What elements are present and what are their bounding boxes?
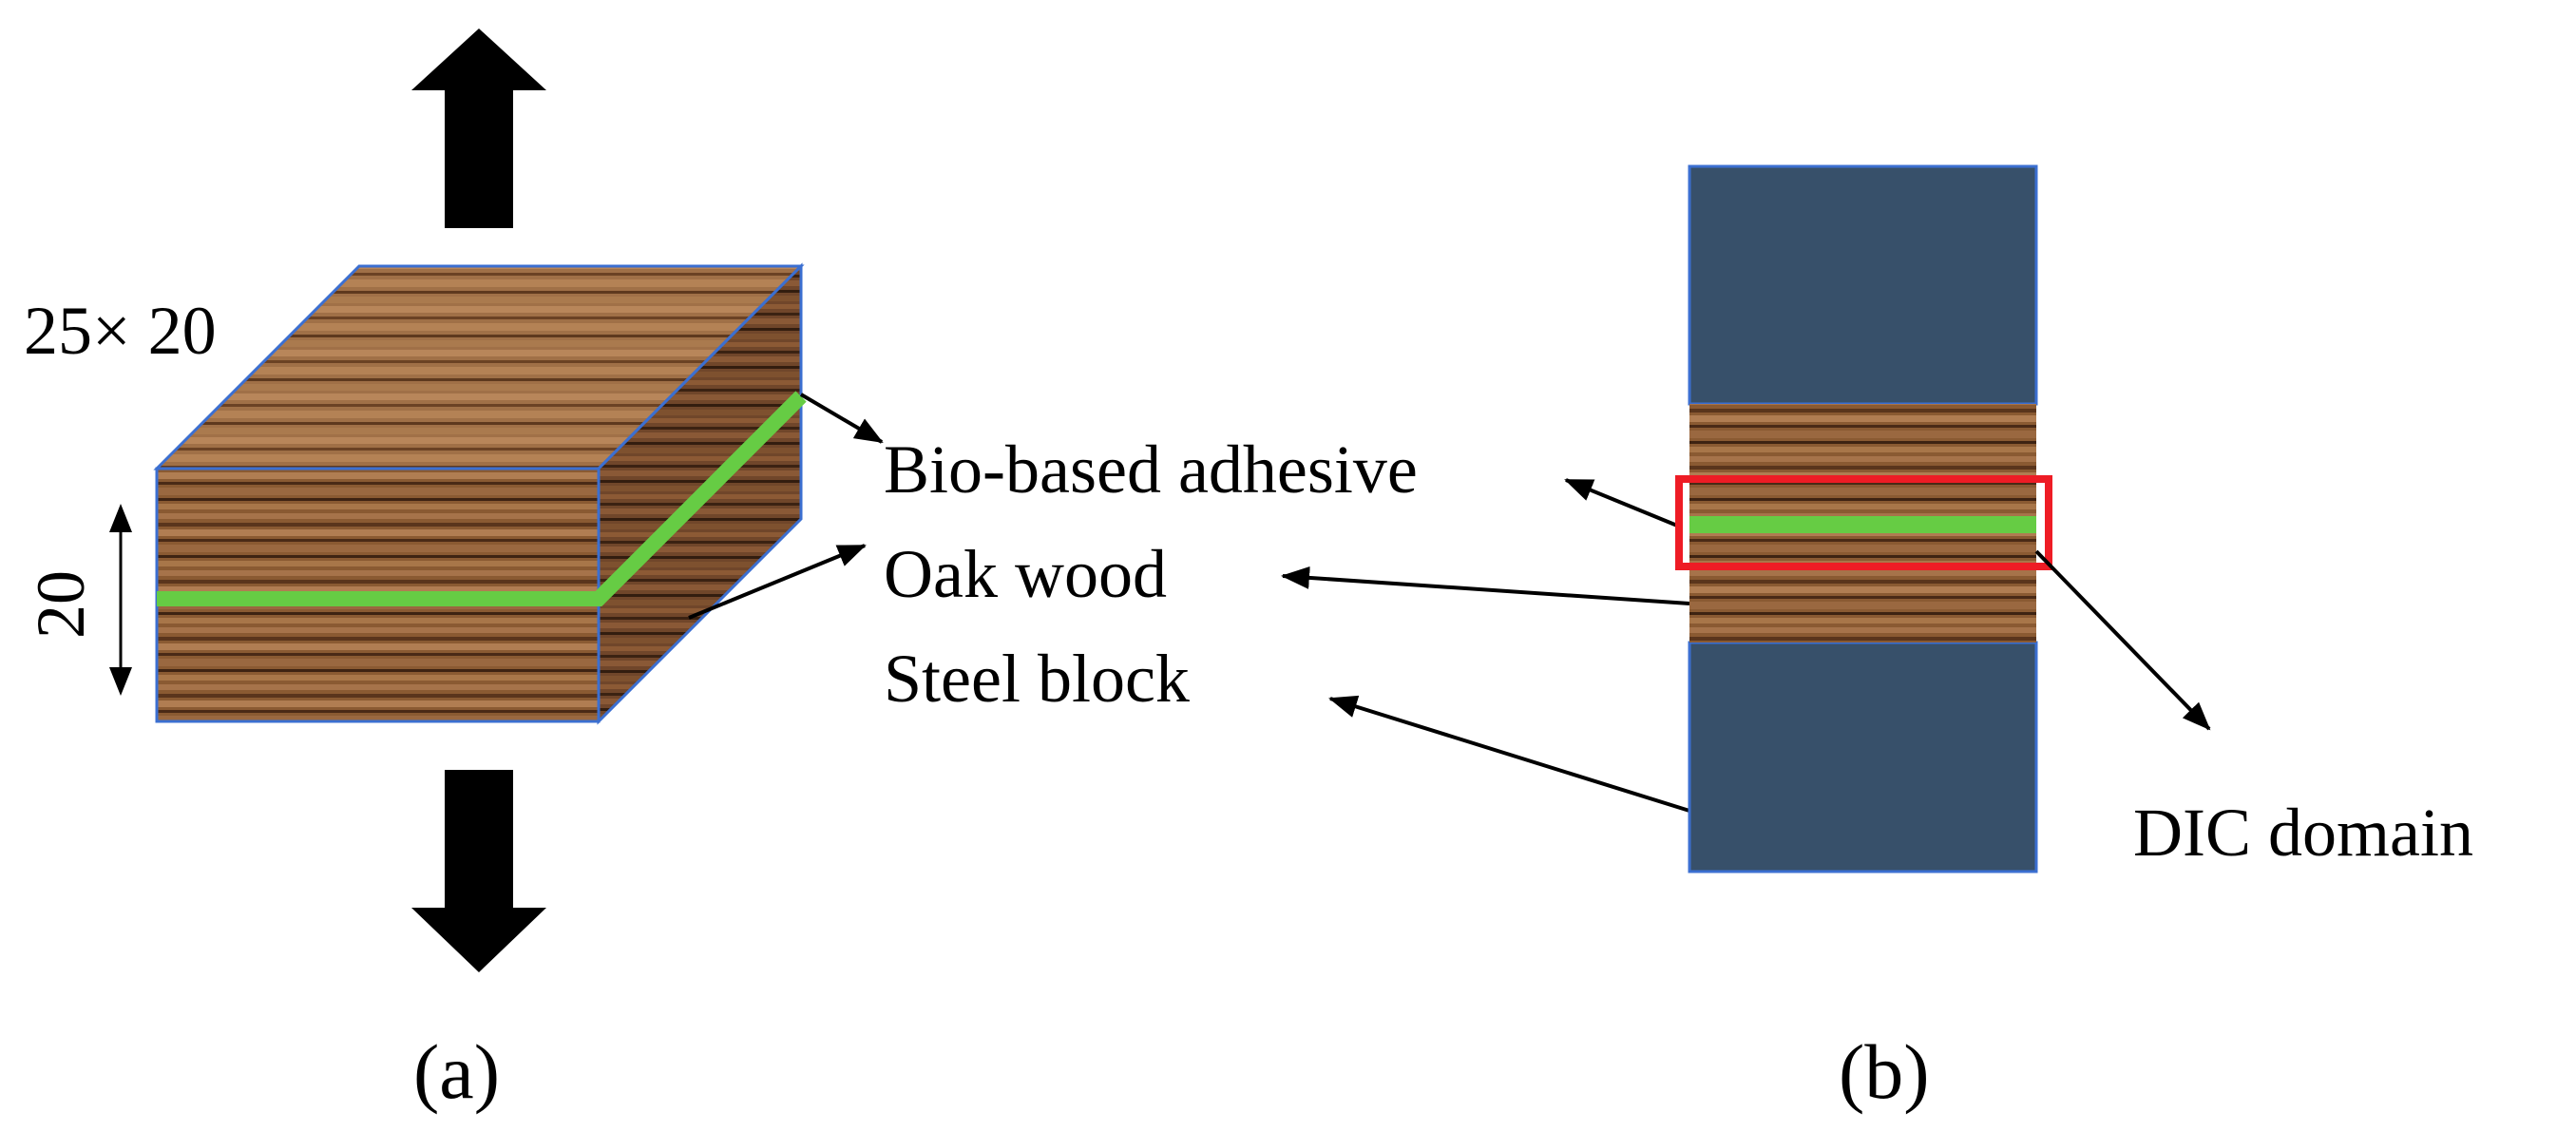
dic-domain-label: DIC domain — [2133, 795, 2473, 871]
arrow-b-steel — [1328, 695, 1690, 813]
oak-label: Oak wood — [884, 536, 1167, 612]
adhesive-label: Bio-based adhesive — [884, 432, 1418, 508]
arrow-b-oak — [1281, 566, 1690, 605]
arrow-a-oak — [688, 544, 867, 620]
steel-block-lower — [1688, 641, 2038, 873]
panel-b-caption: (b) — [1839, 1028, 1930, 1115]
dimension-top-label: 25× 20 — [24, 293, 217, 369]
dic-domain-box — [1675, 475, 2052, 570]
adhesive-layer-line — [157, 391, 807, 606]
arrow-a-adhesive — [799, 393, 884, 444]
panel-a-caption: (a) — [413, 1028, 500, 1115]
panel-a: 25× 20 20 (a) — [23, 29, 807, 1115]
arrow-dic — [2034, 549, 2211, 731]
dimension-arrow-bottom-head — [109, 667, 132, 696]
load-arrow-down-icon — [411, 770, 546, 972]
material-labels: Bio-based adhesive Oak wood Steel block — [688, 393, 1690, 813]
load-arrow-up-icon — [411, 29, 546, 228]
panel-b: DIC domain (b) — [1675, 164, 2473, 1115]
dimension-arrow-top-head — [109, 504, 132, 532]
arrow-b-adhesive — [1564, 478, 1683, 529]
steel-label: Steel block — [884, 641, 1190, 717]
adhesive-layer-b — [1689, 516, 2036, 533]
steel-block-upper — [1688, 164, 2038, 406]
dimension-side-label: 20 — [23, 570, 99, 639]
